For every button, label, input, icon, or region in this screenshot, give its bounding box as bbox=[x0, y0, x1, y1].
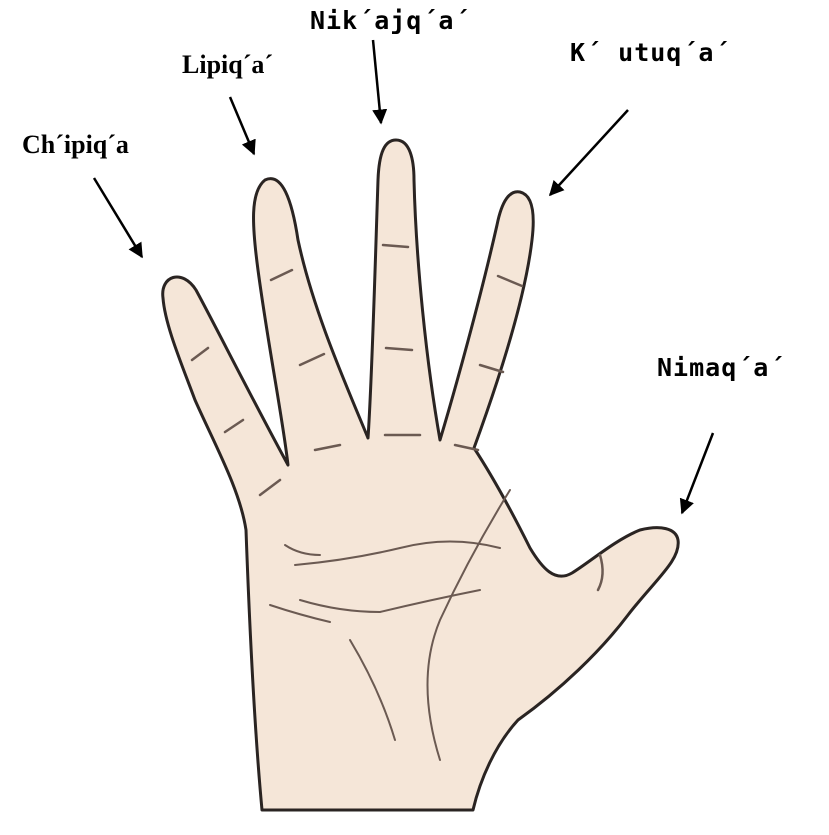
arrow-pinky bbox=[94, 178, 142, 257]
hand-outline bbox=[163, 140, 679, 810]
arrow-index bbox=[550, 110, 628, 195]
label-index-finger: K´ utuq´a´ bbox=[570, 38, 731, 67]
label-ring-finger: Lipiq´a´ bbox=[182, 50, 273, 80]
label-pinky-finger: Ch´ipiq´a bbox=[22, 130, 129, 160]
arrow-thumb bbox=[682, 433, 713, 513]
arrow-ring bbox=[230, 97, 254, 154]
label-middle-finger: Nik´ajq´a´ bbox=[310, 6, 471, 35]
label-thumb: Nimaq´a´ bbox=[657, 353, 785, 382]
arrow-middle bbox=[373, 40, 381, 123]
